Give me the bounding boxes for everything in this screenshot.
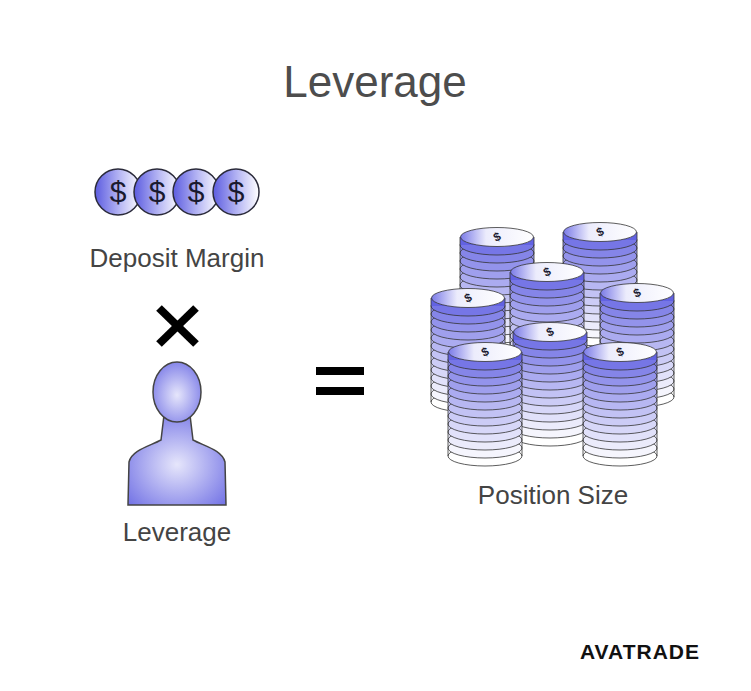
brand-logo: AVATRADE: [580, 640, 700, 664]
title: Leverage: [283, 57, 466, 107]
coin-stack: [448, 350, 522, 466]
coin-stack: [513, 330, 587, 446]
stack-side: [674, 293, 675, 397]
stack-side: [448, 352, 449, 456]
stack-top: $: [513, 322, 587, 342]
stack-top: $: [460, 227, 534, 247]
deposit-label: Deposit Margin: [90, 243, 265, 274]
person-icon: [128, 362, 226, 505]
stack-side: [583, 352, 584, 456]
stack-top: $: [600, 283, 674, 303]
stack-top: $: [431, 288, 505, 308]
multiply-sign: [159, 308, 196, 344]
coin-stack: [583, 350, 657, 466]
stack-top: $: [563, 222, 637, 242]
stack-side: [522, 352, 523, 456]
coin: $: [212, 168, 260, 216]
position-label: Position Size: [478, 480, 628, 511]
coin-stacks: [431, 230, 674, 466]
stack-side: [431, 298, 432, 402]
stack-top: $: [448, 342, 522, 362]
stack-side: [657, 352, 658, 456]
stack-top: $: [510, 262, 584, 282]
leverage-label: Leverage: [123, 517, 231, 548]
stack-top: $: [583, 342, 657, 362]
equals-sign: [316, 367, 364, 395]
dollar-sign: $: [212, 168, 260, 216]
